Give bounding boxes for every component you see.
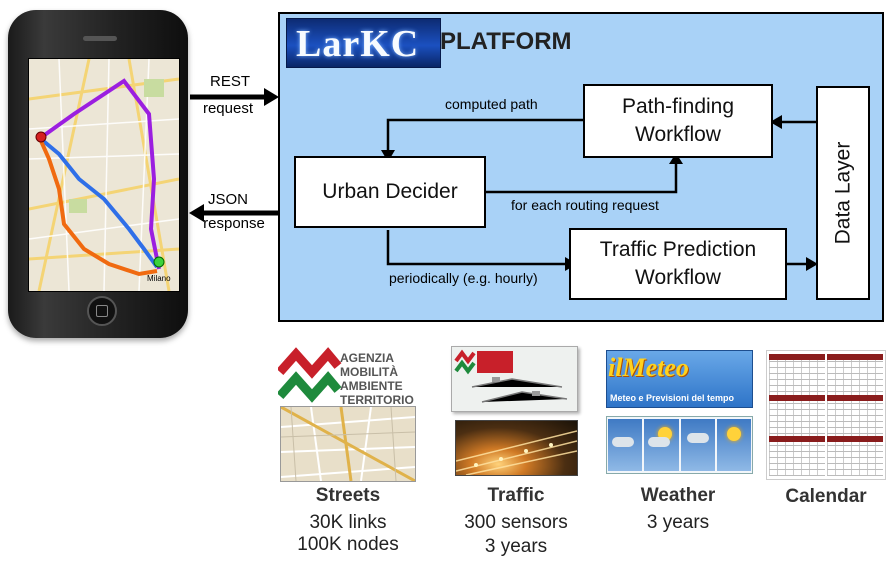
platform-title: PLATFORM xyxy=(440,28,572,55)
partly-cloudy-icon xyxy=(608,419,643,471)
street-map-thumbnail xyxy=(280,406,416,482)
traffic-photo xyxy=(455,420,578,476)
home-button[interactable] xyxy=(87,296,117,326)
rest-label: REST xyxy=(190,72,270,92)
pathfinding-line2: Workflow xyxy=(635,123,721,146)
traffic-line1: Traffic Prediction xyxy=(599,238,757,261)
calendar-title: Calendar xyxy=(785,486,867,507)
agency-line1: AGENZIA xyxy=(340,351,394,365)
agency-line2: MOBILITÀ xyxy=(340,364,398,379)
json-label: JSON xyxy=(207,191,248,208)
data-layer-box[interactable]: Data Layer xyxy=(816,86,870,300)
sunny-icon xyxy=(716,419,751,471)
traffic-title: Traffic xyxy=(487,485,545,506)
larkc-logo-text: LarKC xyxy=(296,23,420,65)
rest-label-top: REST xyxy=(209,73,250,90)
cloudy-icon xyxy=(680,419,715,471)
computed-path-label: computed path xyxy=(445,96,538,112)
meteo-subtitle: Meteo e Previsioni del tempo xyxy=(610,393,735,403)
weather-title: Weather xyxy=(640,485,716,506)
traffic-sensors: 300 sensors xyxy=(464,512,568,533)
streets-title: Streets xyxy=(315,485,381,506)
traffic-years: 3 years xyxy=(484,536,548,557)
partly-sunny-icon xyxy=(644,419,679,471)
response-label: response xyxy=(203,215,265,232)
route-map: Milano xyxy=(29,59,179,291)
traffic-agency-card xyxy=(451,346,578,412)
request-label: request xyxy=(202,100,254,117)
traffic-prediction-workflow-box[interactable]: Traffic Prediction Workflow xyxy=(569,228,787,300)
larkc-logo xyxy=(286,18,441,68)
meteo-logo: ilMeteo xyxy=(608,353,689,382)
phone-speaker xyxy=(83,36,117,41)
calendar-thumbnail xyxy=(766,350,886,480)
pathfinding-line1: Path-finding xyxy=(621,95,735,118)
streets-links: 30K links xyxy=(309,512,387,533)
weather-icons-strip xyxy=(606,416,753,474)
traffic-line2: Workflow xyxy=(635,266,721,289)
map-screen: Milano xyxy=(28,58,180,292)
urban-decider-label: Urban Decider xyxy=(322,180,458,203)
weather-years: 3 years xyxy=(646,512,710,533)
agency-line4: TERRITORIO xyxy=(340,393,414,406)
pathfinding-workflow-box[interactable]: Path-finding Workflow xyxy=(583,84,773,158)
for-each-request-label: for each routing request xyxy=(511,197,659,213)
streets-nodes: 100K nodes xyxy=(297,534,399,555)
agency-line3: AMBIENTE xyxy=(340,379,403,393)
urban-decider-box[interactable]: Urban Decider xyxy=(294,156,486,228)
agency-logo: AGENZIA MOBILITÀ AMBIENTE TERRITORIO xyxy=(278,347,414,406)
periodically-label: periodically (e.g. hourly) xyxy=(389,270,538,286)
meteo-banner xyxy=(606,350,753,408)
protocol-arrows xyxy=(189,88,279,222)
workflow-connectors xyxy=(381,115,818,271)
map-city-label: Milano xyxy=(147,274,171,283)
data-layer-label: Data Layer xyxy=(831,141,855,245)
